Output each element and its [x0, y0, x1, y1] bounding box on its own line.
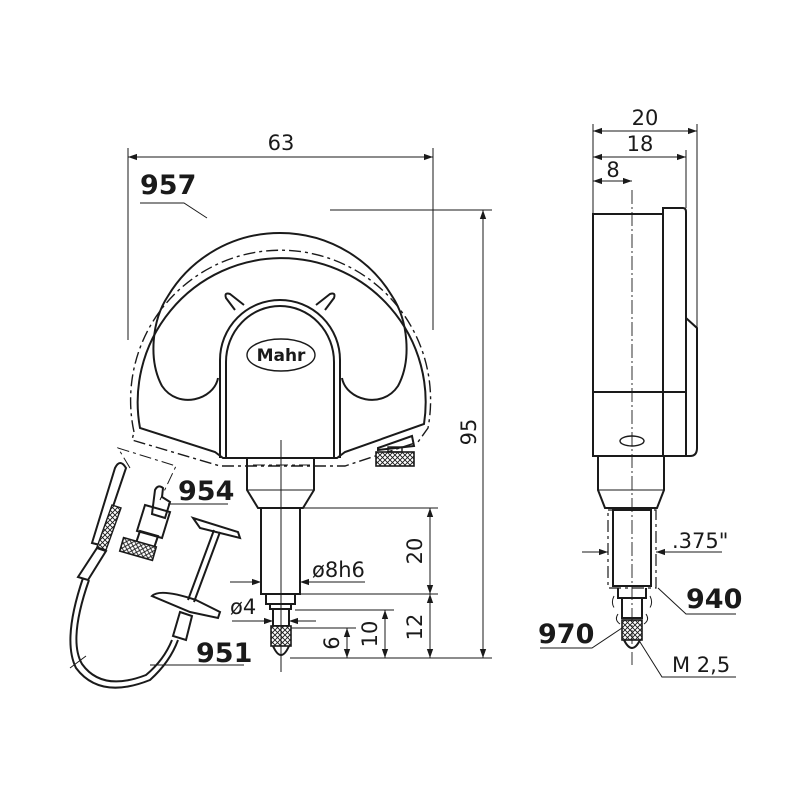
side-neck: [597, 456, 665, 509]
stylus-disc-bottom: [150, 591, 222, 620]
accessories: 954 951: [69, 447, 252, 689]
callout-957: 957: [140, 170, 196, 201]
insert-body: [135, 503, 172, 540]
dim-width-label: 63: [268, 131, 295, 155]
logo-ellipse: [246, 338, 316, 372]
callout-940: 940: [686, 584, 742, 615]
dim-tip-6-label: 6: [320, 636, 344, 649]
callout-954: 954: [178, 476, 234, 507]
dim-thread-label: M 2,5: [672, 653, 730, 677]
callout-951: 951: [196, 638, 252, 669]
side-view: 20 18 8 .375" 940 970 M 2,5: [538, 106, 742, 678]
dim-depth-body-label: 18: [627, 132, 654, 156]
side-body: [592, 213, 664, 457]
brand-logo: Mahr: [257, 346, 306, 366]
dim-tip-diameter-label: ø4: [230, 595, 256, 619]
clamp-bracket: [377, 434, 416, 452]
dial-body-inner: [225, 305, 335, 458]
cable: [69, 577, 179, 689]
cover-outline: [129, 249, 432, 467]
callout-970: 970: [538, 619, 594, 650]
dim-height-label: 95: [457, 419, 481, 446]
ear-right: [315, 292, 336, 311]
dim-stem-inch-label: .375": [672, 529, 728, 553]
dim-stem-length-label: 20: [403, 538, 427, 565]
clamp-screw-knurl: [375, 451, 415, 467]
housing: [136, 257, 427, 459]
dim-tip-12-label: 12: [403, 614, 427, 641]
insert-knurl: [118, 536, 158, 562]
dim-tip-10-label: 10: [358, 621, 382, 648]
ear-left: [224, 292, 245, 311]
front-view: Mahr 63 95 20 12 10: [127, 131, 492, 672]
insert-tip: [150, 485, 172, 520]
dim-stem-diameter-label: ø8h6: [312, 558, 365, 582]
stylus-disc-top: [190, 516, 242, 540]
dim-axis-offset-label: 8: [606, 158, 619, 182]
callout-957-leader: [140, 202, 208, 219]
side-cover: [662, 207, 698, 457]
dial-body: [219, 299, 341, 458]
dim-depth-total-label: 20: [632, 106, 659, 130]
housing-groove: [152, 232, 408, 401]
